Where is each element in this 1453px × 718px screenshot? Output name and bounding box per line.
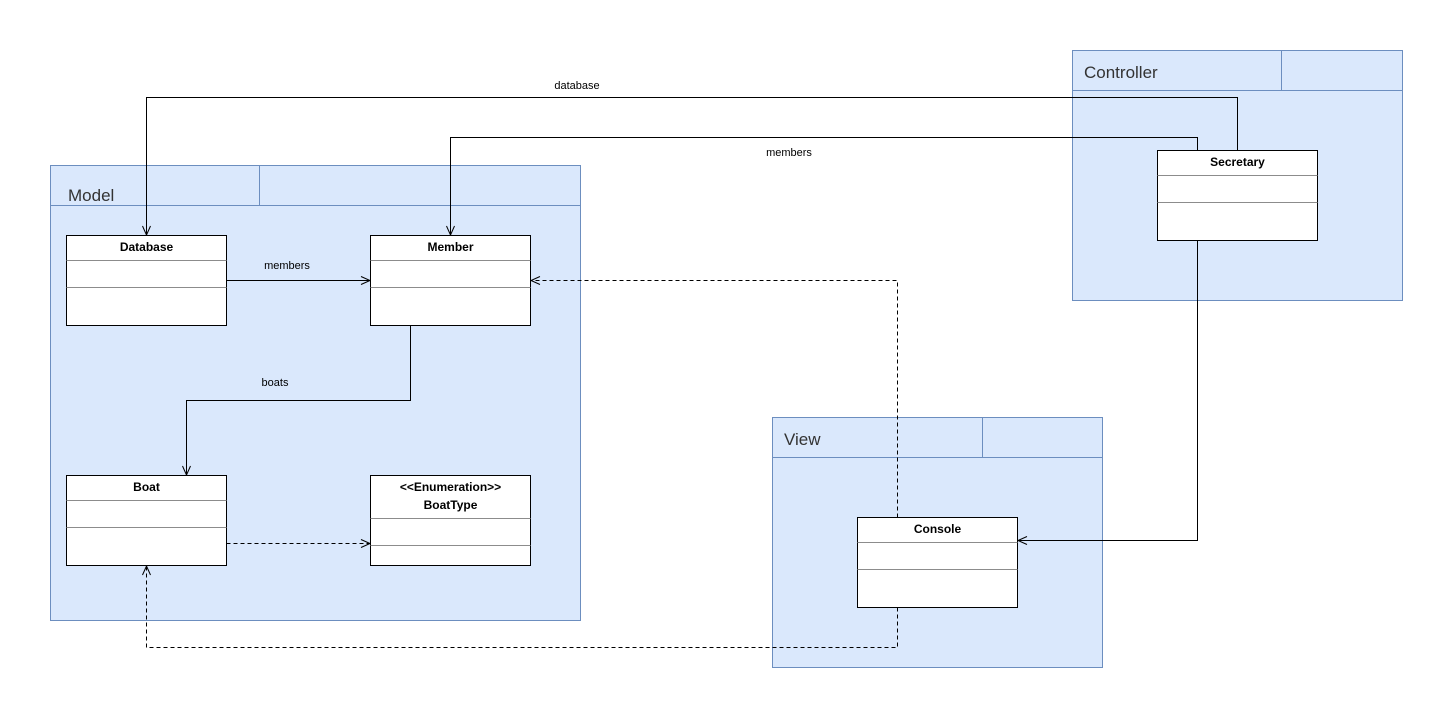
class-secretary[interactable]: Secretary [1157,150,1318,241]
edge-label-database: database [554,80,599,92]
class-database[interactable]: Database [66,235,227,326]
edge-label-members-model: members [264,260,310,272]
class-database-name: Database [120,240,174,254]
package-controller-title: Controller [1084,63,1158,82]
edge-secretary-member[interactable]: members [446,137,1198,237]
class-boat[interactable]: Boat [66,475,227,566]
package-model-title: Model [68,186,114,205]
class-console[interactable]: Console [857,517,1018,608]
class-boattype-name: BoatType [424,498,478,512]
class-member-name: Member [427,240,473,254]
edge-secretary-database[interactable]: database [142,80,1238,237]
class-console-name: Console [914,522,962,536]
edge-label-boats: boats [262,377,289,389]
class-boat-name: Boat [133,480,160,494]
package-view-title: View [784,430,821,449]
class-boattype[interactable]: <<Enumeration>> BoatType [370,475,531,566]
edge-database-member[interactable]: members [226,260,372,285]
edge-label-members-top: members [766,147,812,159]
class-member[interactable]: Member [370,235,531,326]
class-secretary-name: Secretary [1210,155,1265,169]
class-boattype-stereotype: <<Enumeration>> [400,480,501,494]
